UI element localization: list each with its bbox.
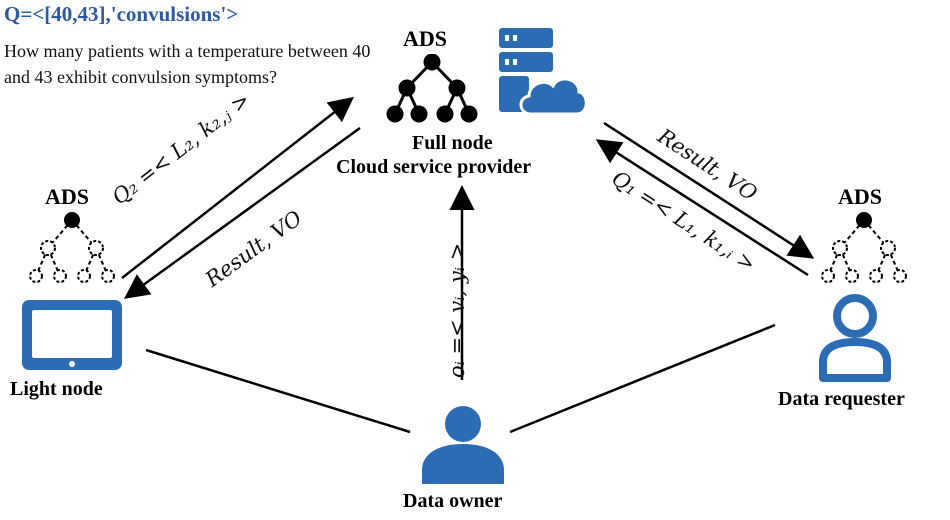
user-outline-icon	[819, 294, 891, 382]
data-requester-label: Data requester	[778, 388, 905, 410]
arrow-light-to-full	[121, 96, 354, 279]
light-node-label: Light node	[10, 378, 103, 400]
full-node-ads-tree-icon	[386, 54, 478, 123]
arrow-full-to-requester	[603, 121, 815, 259]
query-question: How many patients with a temperature bet…	[4, 41, 371, 87]
query-expression: Q=<[40,43],'convulsions'>	[4, 2, 239, 26]
cloud-server-icon	[499, 28, 588, 116]
arrow-full-to-light	[123, 126, 361, 299]
user-filled-icon	[422, 406, 504, 484]
cloud-provider-label: Cloud service provider	[336, 156, 532, 178]
edge-label-oi: oᵢ =< vᵢ, yᵢ >	[445, 242, 469, 378]
data-owner-label: Data owner	[403, 490, 503, 512]
arrow-requester-to-full	[595, 139, 809, 277]
full-node-ads-label: ADS	[403, 26, 448, 51]
full-node-label: Full node	[412, 132, 493, 154]
line-owner-light	[145, 348, 411, 434]
requester-ads-tree-icon	[821, 212, 907, 283]
line-owner-requester	[509, 323, 776, 434]
tablet-icon	[22, 300, 122, 370]
requester-ads-label: ADS	[838, 184, 883, 209]
light-node-ads-label: ADS	[45, 184, 90, 209]
light-node-ads-tree-icon	[29, 212, 115, 283]
